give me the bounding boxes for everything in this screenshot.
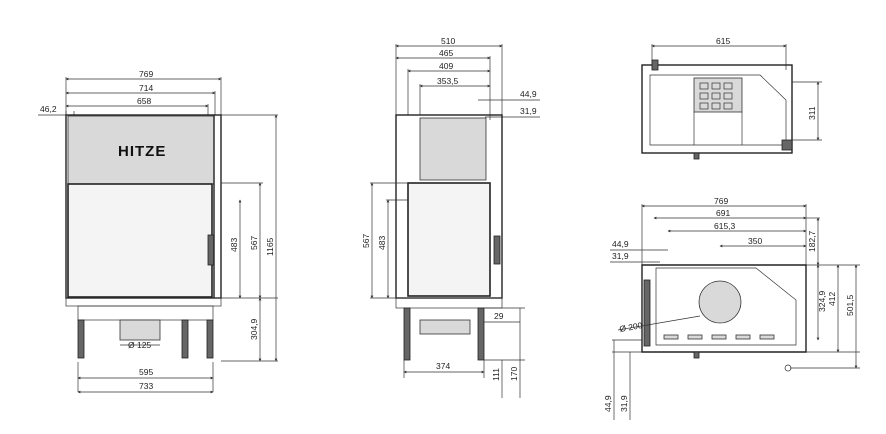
dim-front-567: 567 (249, 236, 259, 250)
dim-plan-615-3: 615,3 (714, 221, 736, 231)
dim-front-304-9: 304,9 (249, 318, 259, 340)
dim-side-44-9: 44,9 (520, 89, 537, 99)
dim-side-170: 170 (509, 367, 519, 381)
top-grate (693, 77, 743, 113)
front-base-frame (65, 297, 222, 307)
plan-inner-firebox (655, 267, 797, 346)
dim-plan-44-9: 44,9 (612, 239, 629, 249)
side-hood (419, 117, 487, 181)
dim-side-111: 111 (491, 368, 501, 381)
dim-side-409: 409 (439, 61, 453, 71)
side-leg-left (403, 307, 411, 361)
front-flue-box (119, 319, 161, 341)
front-leg-right (206, 319, 214, 359)
side-top-dimensions: 510 465 409 353,5 44,9 31,9 (395, 36, 540, 120)
plan-flue-circle (698, 280, 742, 324)
dim-plan-31-9: 31,9 (612, 251, 629, 261)
top-inner-firebox (649, 74, 787, 146)
dim-front-595: 595 (139, 367, 153, 377)
plan-side-rail (643, 279, 651, 347)
plan-left-bottom-dimensions: 44,9 31,9 (603, 339, 642, 420)
dim-front-flue: Ø 125 (128, 340, 151, 350)
side-leg-right (477, 307, 485, 361)
dim-side-29: 29 (494, 311, 504, 321)
side-bottom-dimensions: 374 29 111 170 (403, 307, 525, 398)
front-leg-left (77, 319, 85, 359)
dim-top-311: 311 (807, 106, 817, 120)
side-flue-box (419, 319, 471, 335)
dim-side-31-9: 31,9 (520, 106, 537, 116)
dim-side-374: 374 (436, 361, 450, 371)
top-body-outline (641, 64, 793, 154)
dim-plan-bottom-31-9: 31,9 (619, 395, 629, 412)
dim-plan-691: 691 (716, 208, 730, 218)
dim-side-567: 567 (361, 234, 371, 248)
dim-plan-501-5: 501,5 (845, 294, 855, 316)
dim-plan-182-7: 182,7 (807, 230, 817, 252)
plan-right-dimensions: 182,7 324,9 412 501,5 (790, 217, 860, 369)
dim-plan-324-9: 324,9 (817, 290, 827, 312)
side-glass (407, 182, 491, 297)
brand-logo: HITZE (118, 143, 166, 160)
plan-foot (693, 351, 700, 359)
top-grate-holes (699, 82, 733, 110)
dim-front-769: 769 (139, 69, 153, 79)
dim-plan-350: 350 (748, 236, 762, 246)
dim-front-714: 714 (139, 83, 153, 93)
side-view: 510 465 409 353,5 44,9 31,9 (361, 36, 540, 398)
front-door-handle (207, 234, 215, 266)
dim-side-353-5: 353,5 (437, 76, 459, 86)
front-right-dimensions: 483 567 1165 304,9 (221, 114, 278, 362)
plan-top-dimensions: 769 691 615,3 350 44,9 31,9 (610, 196, 807, 265)
dim-side-510: 510 (441, 36, 455, 46)
dim-front-483: 483 (229, 238, 239, 252)
dim-plan-flue-diameter: Ø 200 (619, 320, 644, 334)
front-glass-door (67, 183, 213, 298)
plan-bottom-grates (663, 334, 775, 340)
dim-side-465: 465 (439, 48, 453, 58)
top-bolt-2 (781, 139, 793, 151)
side-base-frame (395, 297, 503, 309)
dim-front-1165: 1165 (265, 237, 275, 256)
side-handle (493, 235, 501, 265)
dim-plan-769: 769 (714, 196, 728, 206)
front-leg-center (181, 319, 189, 359)
front-bottom-dimensions: 595 733 (77, 362, 214, 394)
dim-top-615: 615 (716, 36, 730, 46)
dim-front-733: 733 (139, 381, 153, 391)
top-view: 615 311 (641, 36, 822, 160)
plan-view: 769 691 615,3 350 44,9 31,9 Ø (603, 196, 860, 420)
top-bolt-1 (651, 59, 659, 71)
dim-front-658: 658 (137, 96, 151, 106)
front-hood-panel (67, 115, 215, 185)
dim-front-46-2: 46,2 (40, 104, 57, 114)
front-top-dimensions: 769 714 658 46,2 (38, 69, 222, 118)
side-left-dimensions: 567 483 (361, 182, 408, 299)
top-foot (693, 152, 700, 160)
front-view: 769 714 658 46,2 HITZE Ø 125 (38, 69, 278, 394)
dim-plan-412: 412 (827, 292, 837, 306)
dim-side-483: 483 (377, 236, 387, 250)
dim-plan-bottom-44-9: 44,9 (603, 395, 613, 412)
front-base-plate (77, 305, 214, 321)
